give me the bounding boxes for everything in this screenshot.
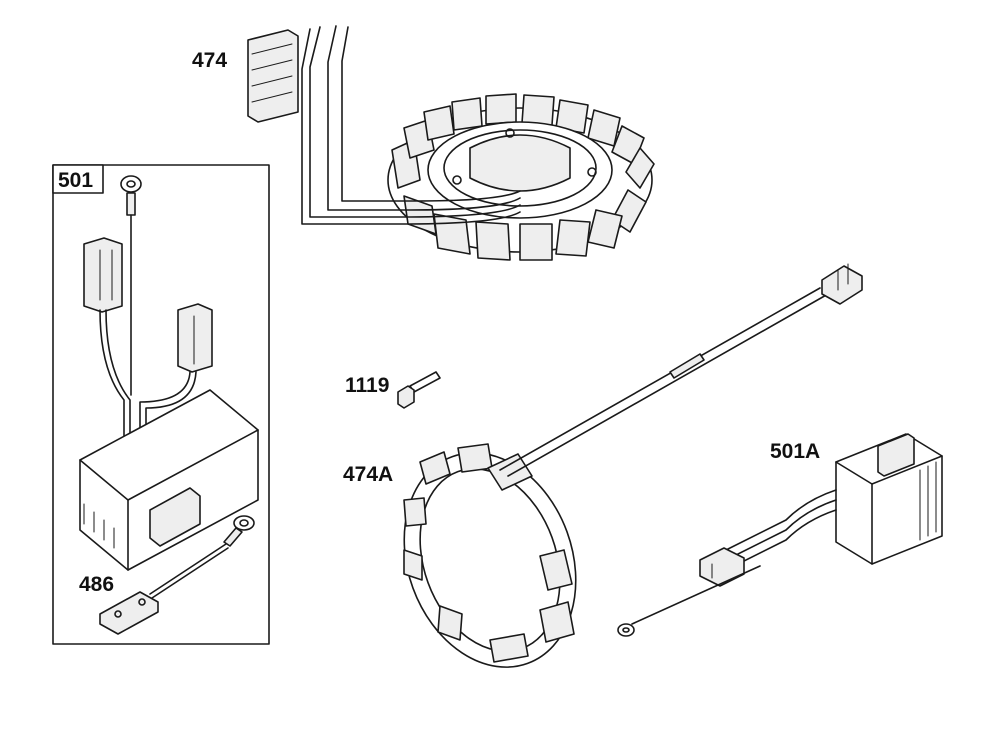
label-486: 486 [79, 573, 114, 596]
regulator-501A [617, 433, 943, 637]
bolt-1119 [397, 371, 441, 409]
label-474A: 474A [343, 463, 393, 486]
label-501: 501 [58, 169, 93, 192]
label-474: 474 [192, 49, 227, 72]
label-501A: 501A [770, 440, 820, 463]
stator-474A [403, 263, 863, 668]
label-1119: 1119 [345, 374, 389, 397]
ground-wire-486 [99, 515, 255, 635]
stator-474A-coils [403, 443, 575, 663]
regulator-501 [79, 175, 259, 571]
stator-474 [247, 25, 655, 261]
stator-474-coils [391, 93, 655, 261]
